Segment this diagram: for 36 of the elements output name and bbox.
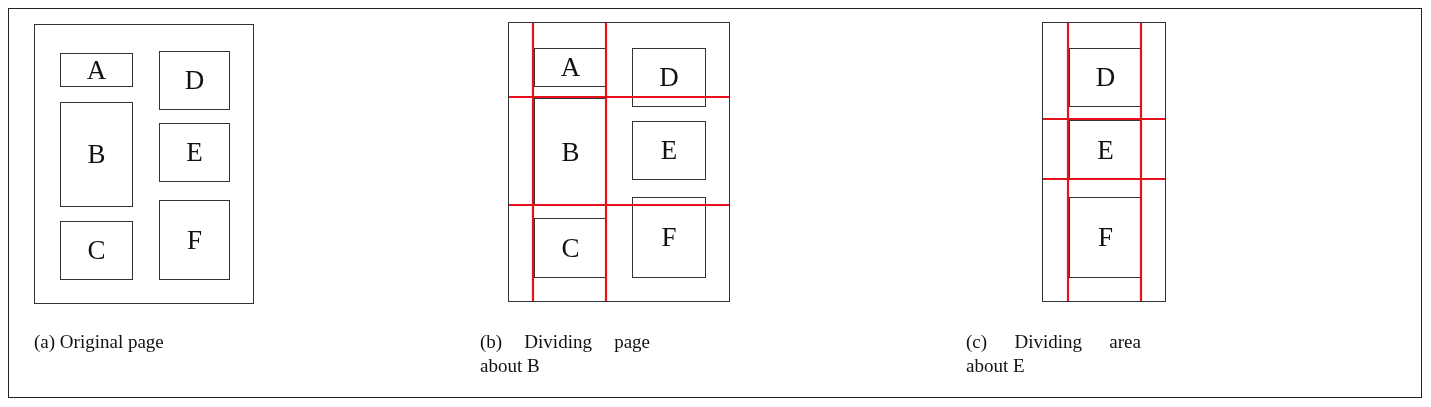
layout-box: [632, 48, 706, 107]
region-letter: B: [87, 141, 106, 168]
region-letter: F: [1098, 224, 1113, 251]
region-letter: B: [561, 138, 580, 166]
region-letter: A: [86, 56, 107, 84]
layout-box: [159, 200, 230, 280]
layout-box: [60, 53, 133, 87]
region-letter: A: [560, 54, 581, 81]
layout-box: [534, 48, 607, 87]
subfigure-caption: (b) Dividing page about B: [480, 330, 650, 378]
layout-box: [1069, 120, 1142, 180]
subfigure-caption: (c) Dividing area about E: [966, 330, 1141, 378]
region-letter: E: [186, 139, 203, 166]
layout-box: [1069, 48, 1142, 107]
region-letter: C: [87, 237, 106, 264]
page-frame: [508, 22, 730, 302]
page-frame: [1042, 22, 1166, 302]
layout-box: [1069, 197, 1142, 278]
region-letter: C: [561, 234, 580, 262]
region-letter: E: [1097, 136, 1114, 164]
region-letter: D: [184, 67, 205, 94]
page-frame: [34, 24, 254, 304]
layout-box: [534, 218, 607, 278]
layout-box: [632, 197, 706, 278]
region-letter: E: [660, 137, 678, 164]
layout-box: [60, 102, 133, 207]
layout-box: [534, 98, 607, 206]
layout-box: [159, 123, 230, 182]
layout-box: [159, 51, 230, 110]
region-letter: F: [187, 226, 202, 254]
region-letter: F: [661, 224, 677, 251]
region-letter: D: [1095, 64, 1116, 91]
subfigure-caption: (a) Original page: [34, 330, 165, 354]
layout-box: [60, 221, 133, 280]
region-letter: D: [659, 64, 679, 91]
layout-box: [632, 121, 706, 180]
